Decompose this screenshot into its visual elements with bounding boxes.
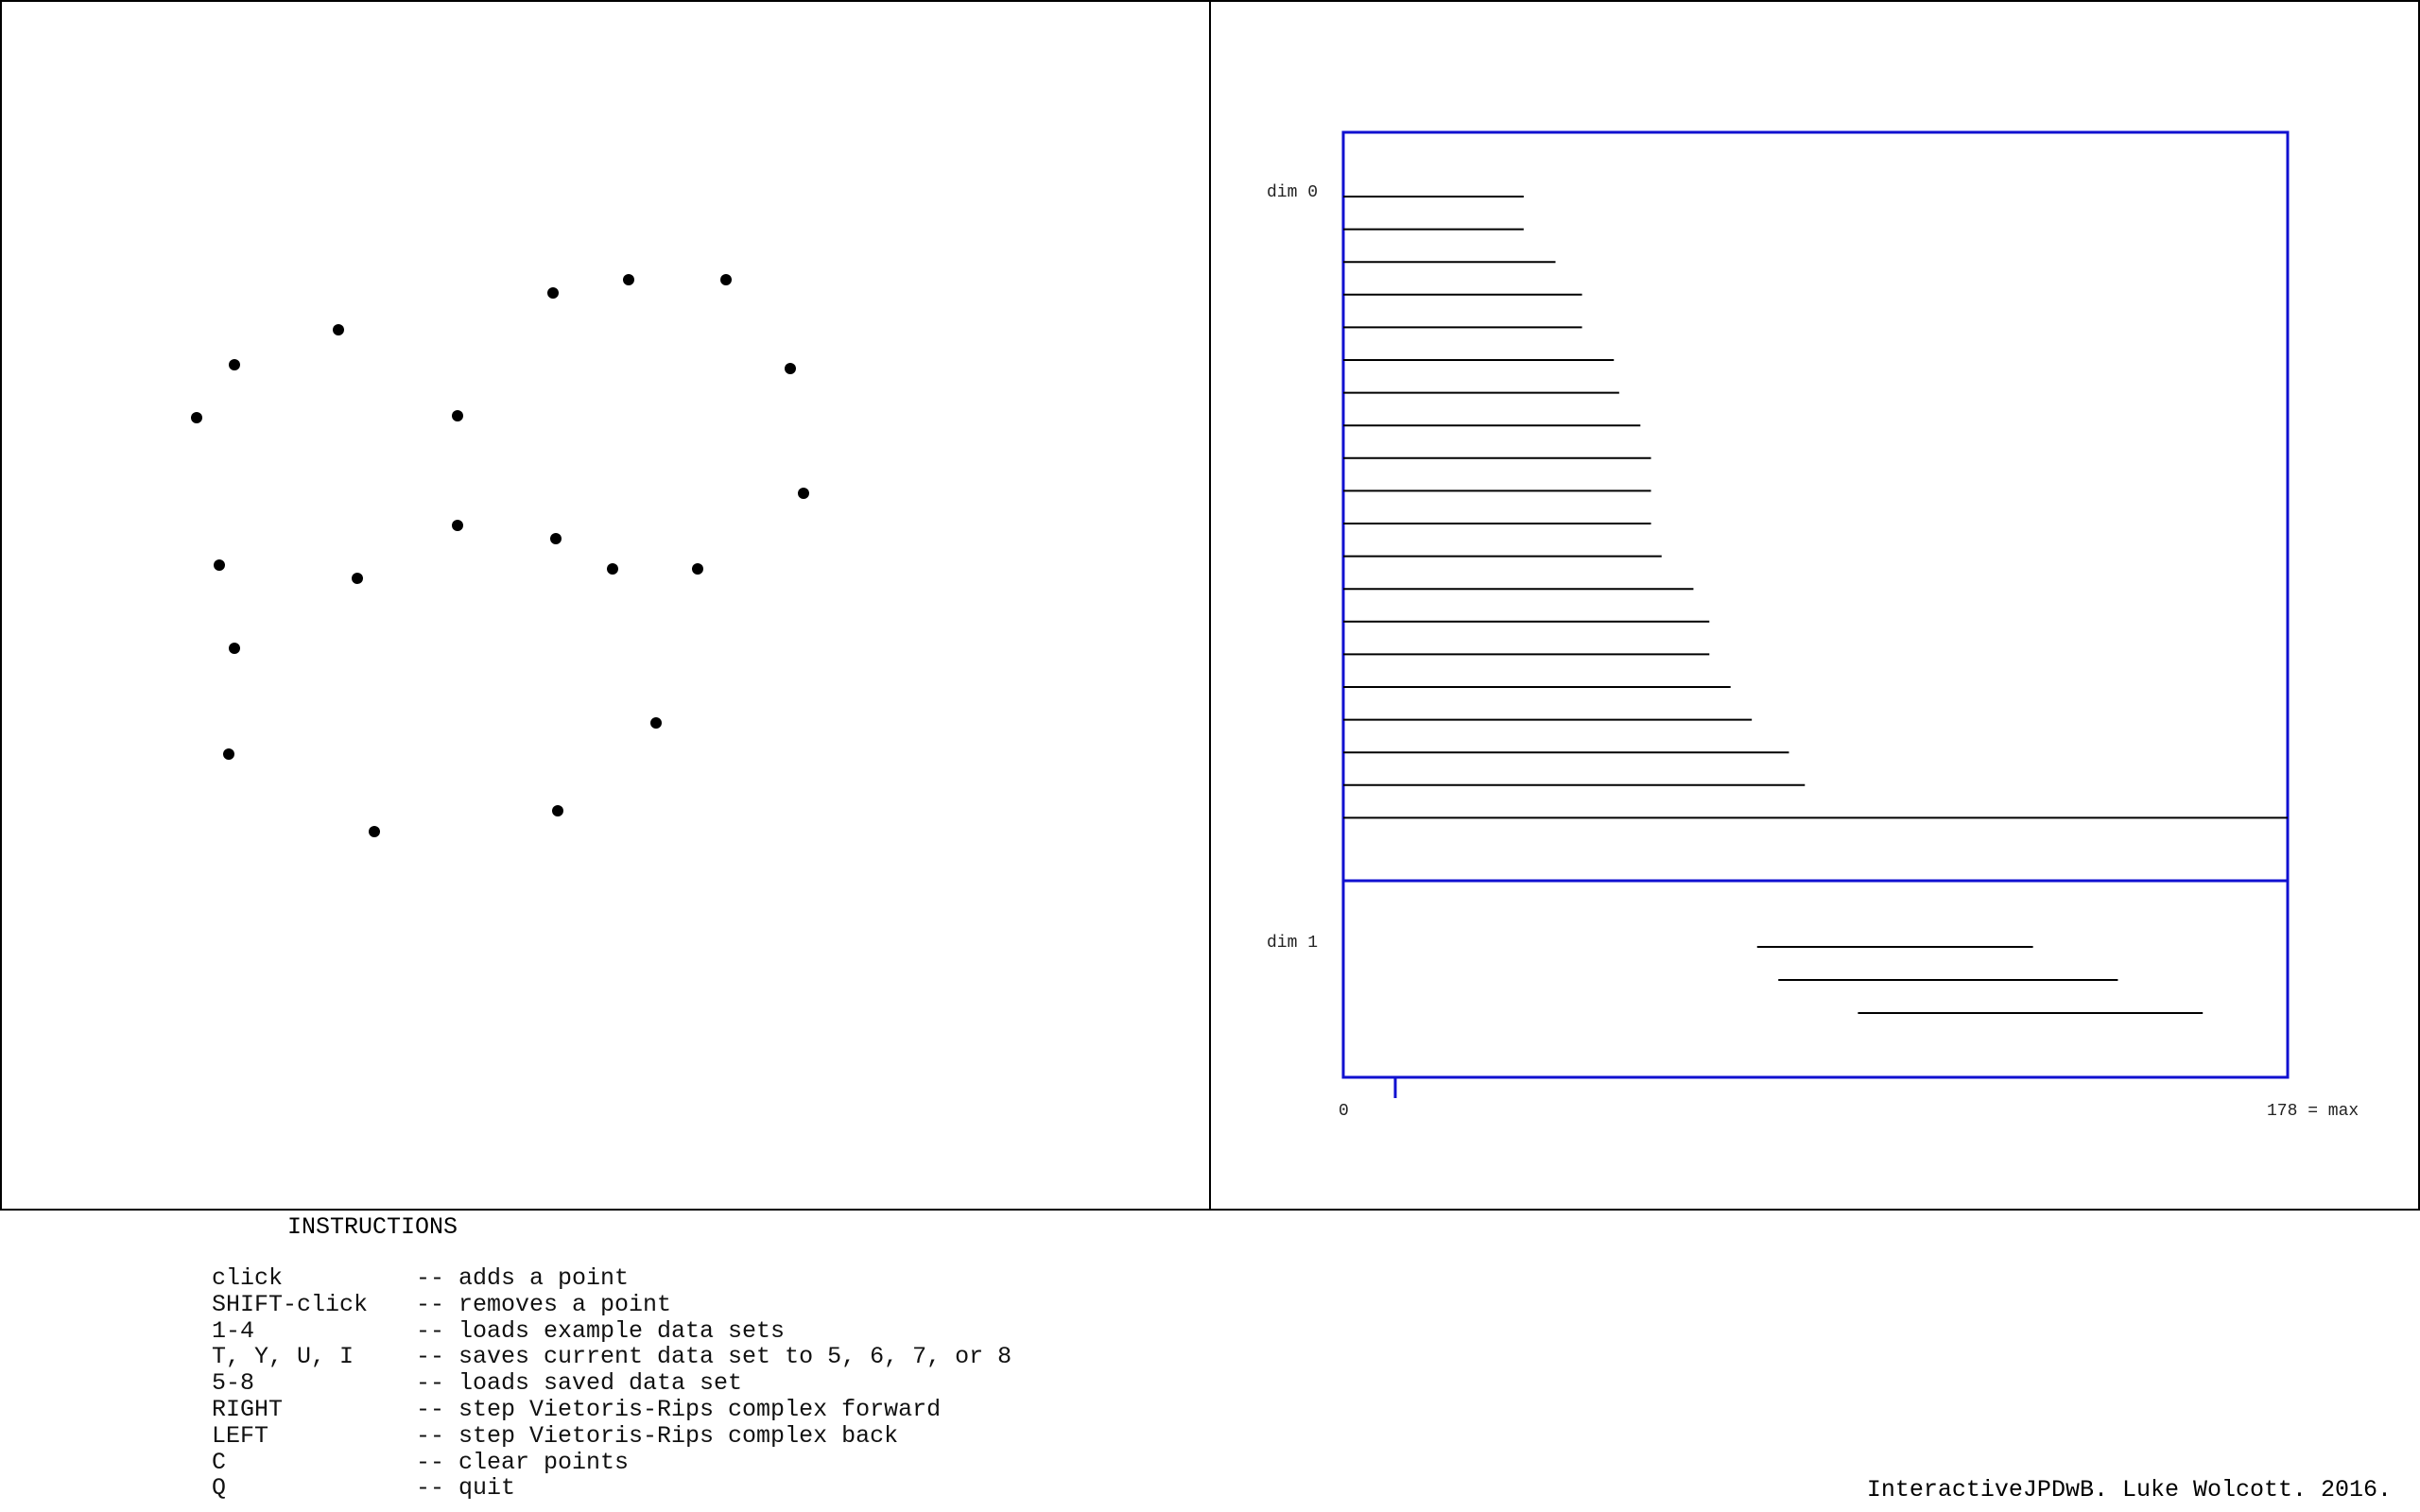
instruction-row: C -- clear points [212,1448,1011,1476]
instruction-key: C [212,1448,227,1476]
axis-max-label: 178 = max [2267,1102,2359,1121]
data-point[interactable] [607,563,618,575]
data-point[interactable] [452,410,463,421]
dim0-label: dim 0 [1267,183,1318,202]
data-point[interactable] [798,488,809,499]
data-point[interactable] [550,533,562,544]
instruction-row: click -- adds a point [212,1265,1011,1292]
data-point[interactable] [785,363,796,374]
instruction-key: T, Y, U, I [212,1343,354,1371]
data-point[interactable] [191,412,202,423]
data-point[interactable] [369,826,380,837]
instruction-desc: -- adds a point [416,1264,630,1292]
instruction-desc: -- clear points [416,1448,630,1476]
instruction-desc: -- step Vietoris-Rips complex forward [416,1395,942,1423]
instruction-row: SHIFT-click -- removes a point [212,1290,1011,1318]
instruction-desc: -- quit [416,1474,516,1503]
data-point[interactable] [552,805,563,816]
barcode-panel [1209,0,2420,1211]
credit-text: InteractiveJPDwB. Luke Wolcott. 2016. [1866,1476,2392,1503]
instruction-key: Q [212,1474,227,1503]
data-point[interactable] [214,559,225,571]
instruction-desc: -- loads saved data set [416,1369,743,1398]
dim0-frame [1341,130,2290,883]
data-point[interactable] [452,520,463,531]
point-cloud[interactable] [191,274,809,837]
instruction-desc: -- saves current data set to 5, 6, 7, or… [416,1343,1012,1371]
instruction-desc: -- removes a point [416,1290,672,1318]
persistence-barcode: dim 0 dim 1 0 178 = max [1267,130,2359,1121]
dim1-frame [1341,879,2290,1079]
data-point[interactable] [547,287,559,299]
instruction-row: RIGHT -- step Vietoris-Rips complex forwa… [212,1397,1011,1423]
instruction-key: 1-4 [212,1316,255,1345]
instruction-key: click [212,1264,284,1292]
data-point[interactable] [229,359,240,370]
dim1-label: dim 1 [1267,934,1318,953]
instruction-key: SHIFT-click [212,1290,369,1318]
data-point[interactable] [720,274,732,285]
instruction-key: RIGHT [212,1395,284,1423]
data-point[interactable] [650,717,662,729]
data-point[interactable] [352,573,363,584]
instruction-desc: -- loads example data sets [416,1316,786,1345]
instructions-title: INSTRUCTIONS [287,1213,458,1241]
instruction-row: LEFT -- step Vietoris-Rips complex back [212,1421,1011,1450]
data-point[interactable] [692,563,703,575]
axis-min-label: 0 [1339,1102,1349,1121]
data-point[interactable] [223,748,234,760]
instruction-row: 1-4 -- loads example data sets [212,1316,1011,1345]
instruction-key: LEFT [212,1421,269,1450]
data-point[interactable] [333,324,344,335]
point-cloud-panel[interactable] [0,0,1211,1211]
instruction-row: T, Y, U, I -- saves current data set to 5… [212,1344,1011,1370]
instruction-key: 5-8 [212,1369,255,1398]
instruction-row: Q -- quit [212,1475,1011,1502]
data-point[interactable] [623,274,634,285]
instruction-row: 5-8 -- loads saved data set [212,1370,1011,1397]
data-point[interactable] [229,643,240,654]
instruction-desc: -- step Vietoris-Rips complex back [416,1421,899,1450]
